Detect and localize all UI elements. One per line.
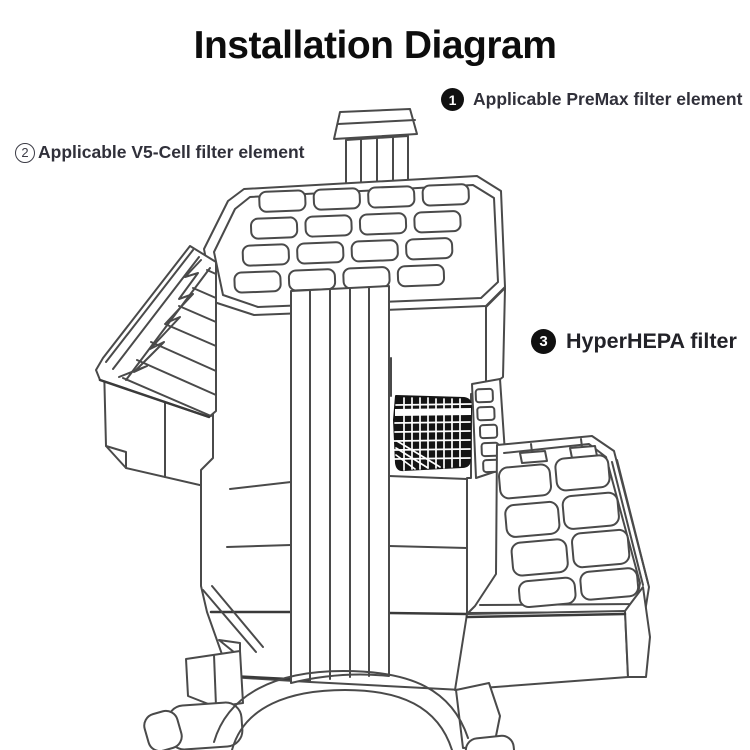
number-1-circle-icon: 1 (441, 88, 464, 111)
callout-v5cell-label: Applicable V5-Cell filter element (38, 142, 305, 162)
fan-mesh-drawing (393, 395, 472, 472)
base-arch-drawing (213, 670, 469, 750)
callout-premax-filter: 1 Applicable PreMax filter element (441, 88, 742, 111)
callout-hyperhepa-filter: 3 HyperHEPA filter (531, 329, 737, 354)
premax-grille-drawing (203, 175, 506, 316)
base-drawing (143, 650, 516, 750)
hyperhepa-tray-drawing (454, 435, 651, 691)
strap-band-drawing (290, 285, 390, 684)
callout-premax-label: Applicable PreMax filter element (473, 89, 743, 109)
v5cell-filter-drawing (95, 245, 217, 419)
handle-drawing (333, 108, 418, 186)
number-2-outline-circle-icon: 2 (15, 142, 35, 163)
page-title: Installation Diagram (193, 24, 557, 67)
callout-hyperhepa-label: HyperHEPA filter (566, 329, 737, 353)
number-3-circle-icon: 3 (531, 329, 556, 354)
callout-v5cell-filter: 2 Applicable V5-Cell filter element (15, 142, 304, 163)
